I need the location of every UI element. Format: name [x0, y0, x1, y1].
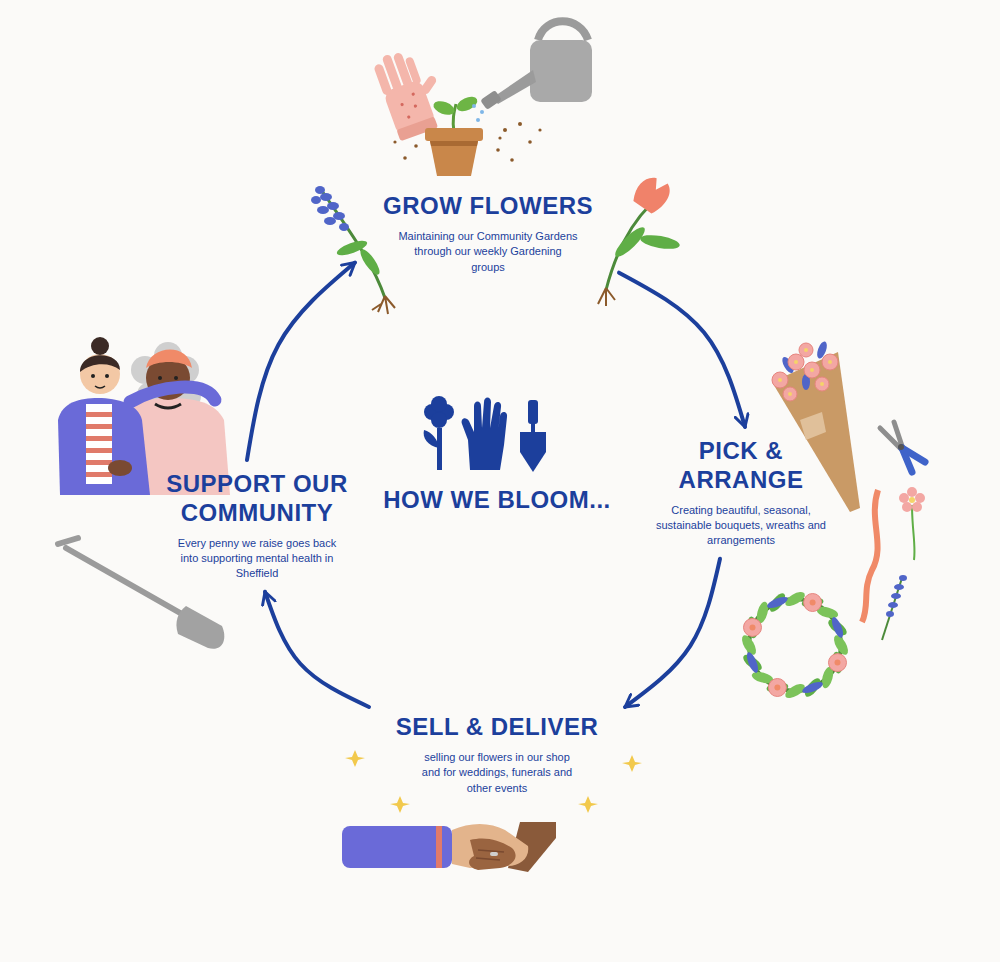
- step-label: GROW FLOWERS Maintaining our Community Ga…: [363, 192, 613, 275]
- wreath-flower: [768, 678, 786, 696]
- wreath-ring: [749, 599, 841, 691]
- pruning-shears: [880, 422, 925, 472]
- diagram-title: HOW WE BLOOM...: [383, 486, 610, 514]
- cycle-arrow: [247, 263, 355, 460]
- centre-icons: [424, 396, 546, 472]
- cycle-arrow: [625, 559, 720, 707]
- stars: [345, 750, 642, 813]
- step-description: Every penny we raise goes back into supp…: [170, 536, 345, 582]
- step-description: Maintaining our Community Gardens throug…: [398, 229, 578, 275]
- step-description: Creating beautiful, seasonal, sustainabl…: [646, 503, 836, 549]
- ribbon: [862, 490, 878, 622]
- wreath-flower: [744, 618, 762, 636]
- wreath-flower-centre: [750, 624, 756, 630]
- glove-icon: [371, 41, 453, 141]
- wreath-lavender: [745, 651, 761, 674]
- handshake: [342, 822, 556, 872]
- wreath-flower-centre: [810, 600, 816, 606]
- cycle-arrow: [619, 273, 745, 427]
- seedling-pot: [425, 94, 483, 176]
- wreath-flower-centre: [774, 684, 780, 690]
- wreath-flower: [804, 594, 822, 612]
- cycle-arrow: [265, 592, 369, 707]
- small-flower: [899, 487, 925, 560]
- step-heading: SELL & DELIVER: [377, 713, 617, 742]
- lavender-small: [882, 575, 907, 640]
- step-label: PICK & ARRANGE Creating beautiful, season…: [636, 437, 846, 549]
- lavender-sprig: [311, 186, 395, 314]
- couple: [58, 337, 230, 495]
- wreath-flower-centre: [834, 660, 840, 666]
- wreath-lavender: [766, 595, 789, 611]
- step-description: selling our flowers in our shop and for …: [415, 750, 580, 796]
- step-heading: SUPPORT OUR COMMUNITY: [157, 470, 357, 528]
- step-label: SUPPORT OUR COMMUNITY Every penny we rais…: [157, 470, 357, 582]
- step-heading: PICK & ARRANGE: [679, 437, 804, 495]
- wreath: [739, 589, 851, 701]
- bouquet: [772, 340, 860, 512]
- step-label: SELL & DELIVER selling our flowers in our…: [377, 713, 617, 796]
- wreath-flower: [828, 654, 846, 672]
- wreath-lavender: [801, 680, 824, 696]
- step-heading: GROW FLOWERS: [363, 192, 613, 221]
- shovel: [58, 538, 224, 649]
- watering-can: [393, 21, 592, 162]
- wreath-lavender: [830, 616, 846, 639]
